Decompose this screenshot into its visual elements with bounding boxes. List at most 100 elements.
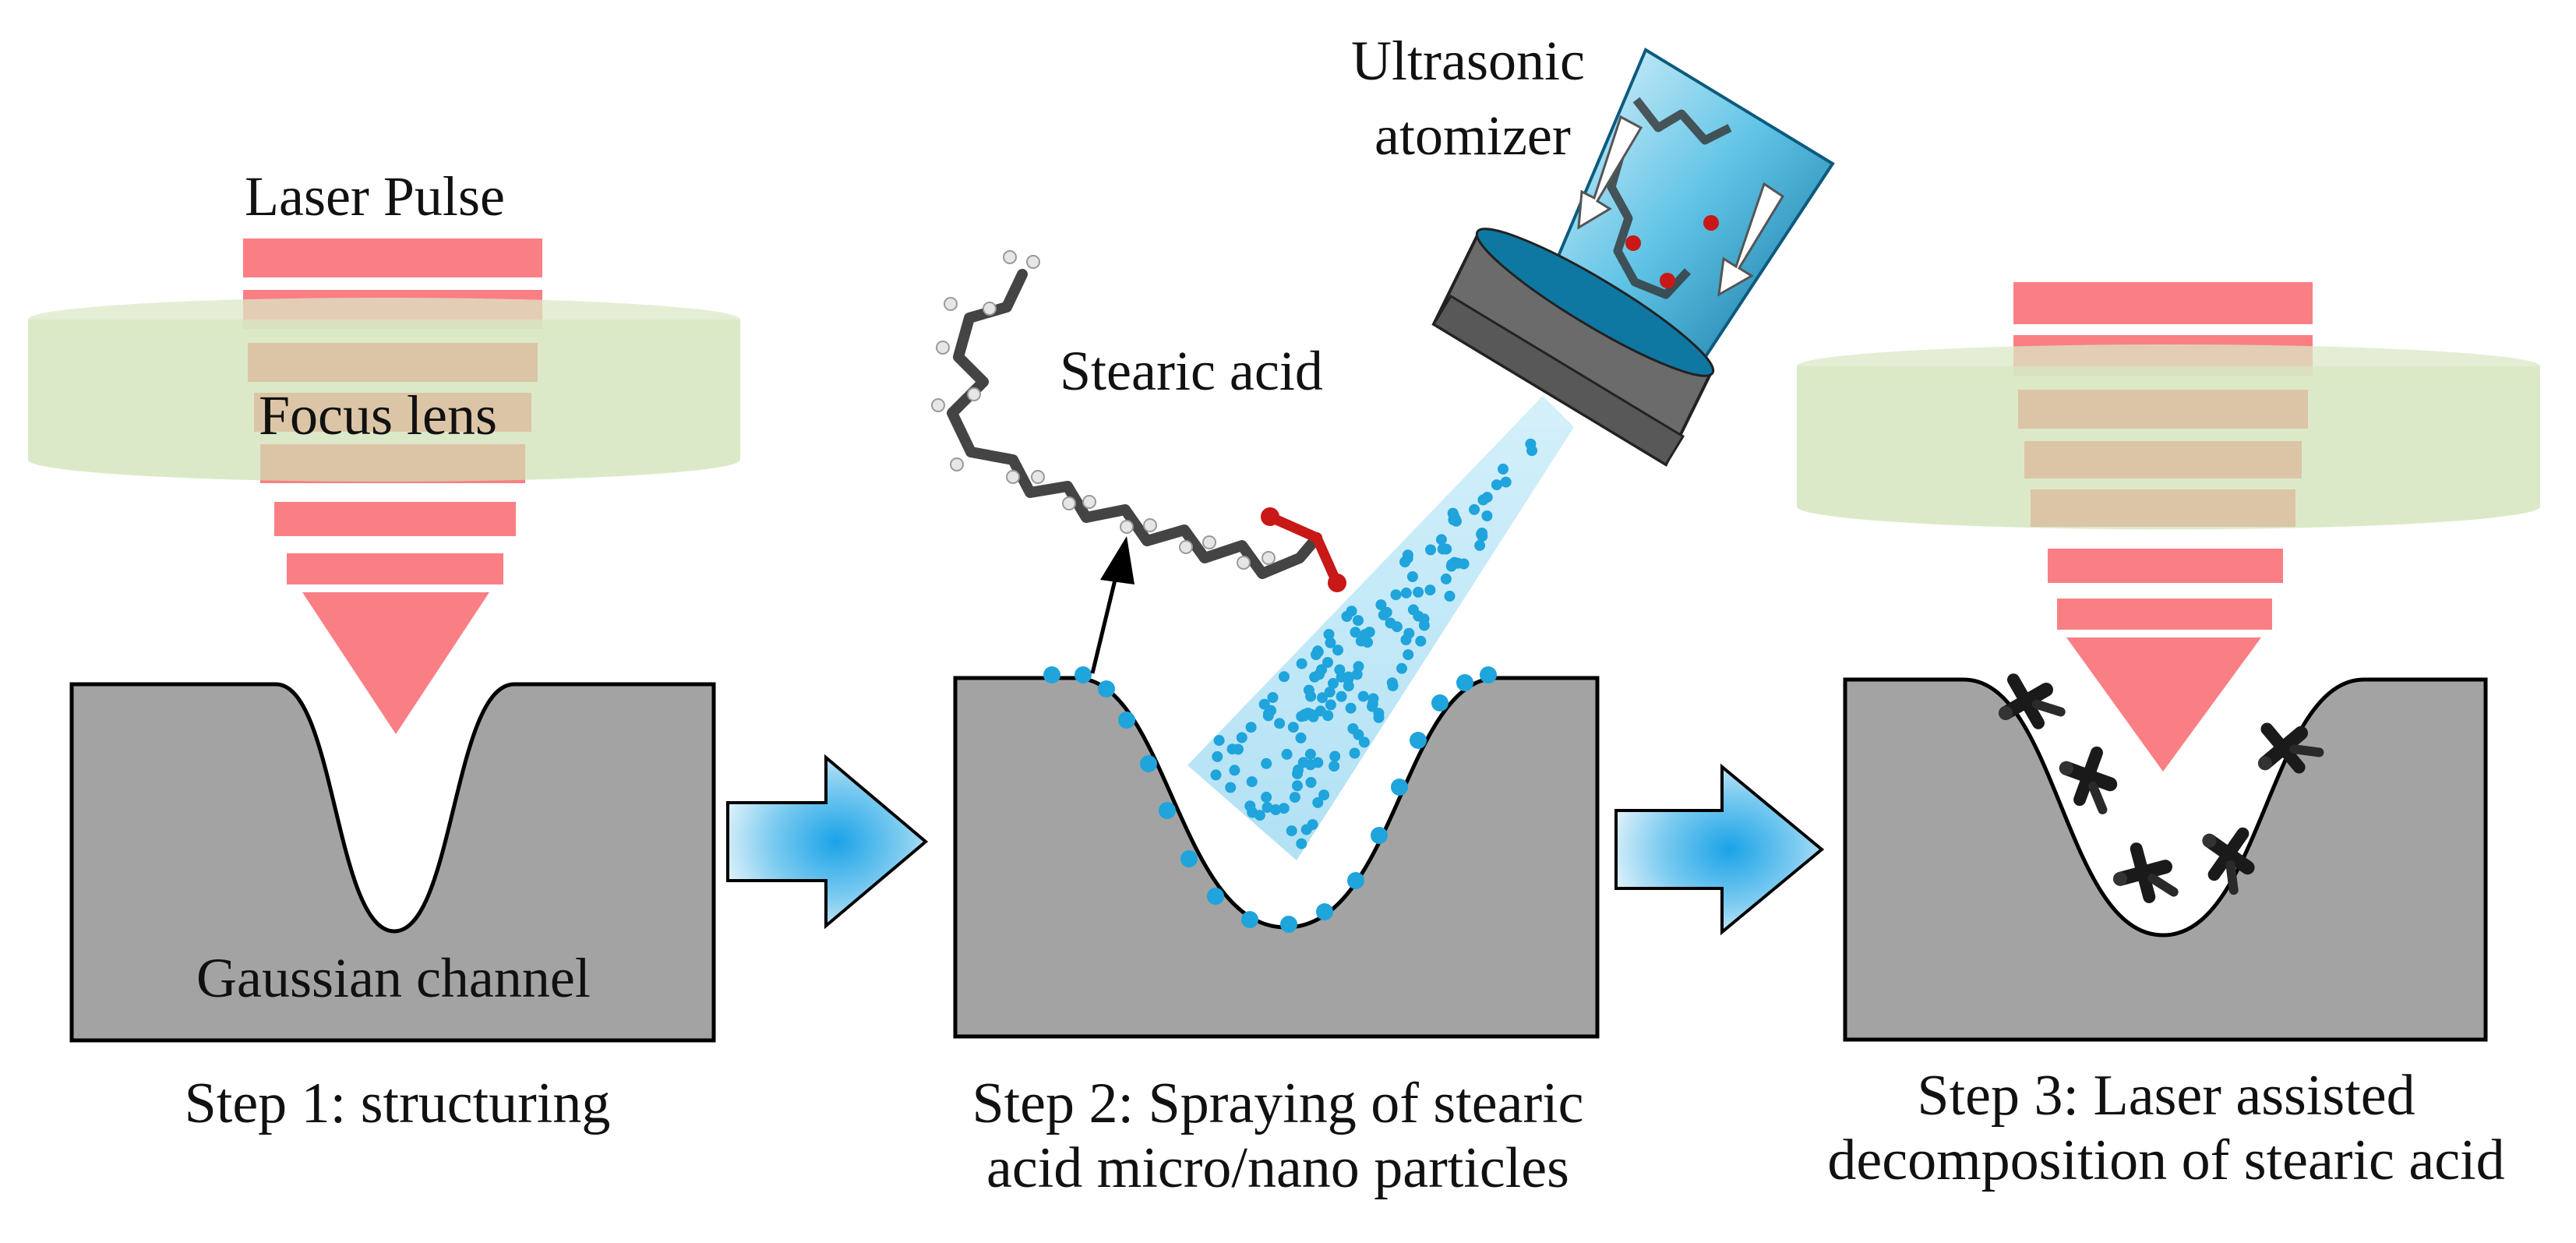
spray-droplet — [1345, 702, 1357, 714]
spray-droplet — [1261, 757, 1272, 769]
spray-droplet — [1262, 802, 1273, 813]
spray-droplet — [1406, 571, 1418, 582]
step1-caption: Step 1: structuring — [62, 1072, 732, 1136]
spray-droplet — [1233, 743, 1244, 755]
spray-droplet — [1314, 669, 1325, 680]
spray-droplet — [1278, 803, 1290, 814]
spray-droplet — [1270, 804, 1282, 815]
step3-caption-line1: Step 3: Laser assisted — [1917, 1064, 2415, 1128]
step2-group — [931, 48, 1835, 1039]
spray-droplet — [1296, 711, 1307, 722]
spray-droplet — [1254, 810, 1265, 821]
deposited-particle — [1347, 872, 1364, 889]
spray-droplet — [1322, 710, 1334, 722]
spray-droplet — [1244, 800, 1256, 812]
spray-droplet — [1396, 662, 1407, 674]
step2-caption-line2: acid micro/nano particles — [986, 1135, 1569, 1200]
decomposed-fragment — [2258, 722, 2324, 774]
deposited-particle — [1480, 666, 1497, 683]
deposited-particle — [1431, 694, 1449, 712]
spray-droplet — [1391, 621, 1403, 633]
spray-droplet — [1350, 627, 1361, 638]
spray-droplet — [1324, 687, 1336, 698]
step3-laser-focus — [2048, 549, 2283, 772]
molecule-pointer-arrow — [1090, 536, 1134, 674]
spray-droplet — [1325, 637, 1336, 648]
decomposed-fragment — [2113, 842, 2179, 903]
deposited-particle — [1043, 666, 1060, 683]
spray-droplet — [1292, 780, 1303, 792]
spray-droplet — [1444, 591, 1456, 602]
deposited-particle — [1456, 674, 1473, 691]
spray-droplet — [1403, 627, 1415, 639]
flow-arrow-1 — [726, 754, 929, 930]
spray-droplet — [1296, 658, 1307, 669]
flow-arrow-2 — [1614, 763, 1825, 936]
step1-caption-line1: Step 1: structuring — [184, 1072, 611, 1135]
atomizer-label-line2: atomizer — [1374, 104, 1571, 167]
deposited-particle — [1180, 850, 1198, 867]
spray-droplet — [1367, 698, 1378, 710]
spray-droplet — [1236, 732, 1247, 743]
ultrasonic-atomizer — [1431, 48, 1835, 467]
spray-droplet — [1413, 586, 1424, 598]
spray-droplet — [1500, 476, 1512, 488]
step3-caption: Step 3: Laser assisted decomposition of … — [1784, 1064, 2548, 1193]
spray-droplet — [1343, 680, 1354, 692]
atomizer-label-line1: Ultrasonic — [1351, 30, 1585, 92]
step1-group — [28, 238, 740, 1043]
deposited-particles — [1043, 666, 1497, 933]
spray-droplet — [1424, 584, 1436, 596]
decomposed-fragment — [2202, 827, 2255, 895]
spray-droplet — [1303, 684, 1314, 696]
spray-droplet — [1296, 838, 1307, 849]
spray-droplet — [1300, 824, 1312, 835]
spray-droplet — [1477, 494, 1489, 506]
spray-droplet — [1213, 735, 1225, 747]
decomposed-fragment — [2059, 746, 2118, 814]
spray-droplet — [1322, 657, 1333, 668]
spray-droplet — [1481, 510, 1493, 521]
spray-droplet — [1349, 747, 1360, 759]
spray-droplet — [1360, 628, 1371, 640]
spray-droplet — [1328, 677, 1339, 689]
spray-droplet — [1469, 503, 1480, 515]
spray-droplet — [1281, 748, 1293, 760]
step3-group — [1797, 282, 2540, 1042]
deposited-particle — [1207, 888, 1224, 905]
gaussian-channel-label: Gaussian channel — [196, 947, 591, 1009]
spray-droplet — [1437, 543, 1449, 555]
spray-droplets — [1210, 438, 1537, 849]
spray-droplet — [1312, 796, 1324, 808]
spray-droplet — [1390, 589, 1402, 601]
spray-droplet — [1415, 635, 1427, 647]
spray-droplet — [1373, 712, 1385, 723]
stearic-acid-label: Stearic acid — [1060, 340, 1323, 402]
spray-droplet — [1334, 664, 1346, 676]
spray-droplet — [1332, 644, 1343, 656]
decomposed-fragment — [1999, 673, 2066, 729]
spray-droplet — [1323, 629, 1335, 640]
deposited-particle — [1159, 802, 1176, 819]
spray-droplet — [1286, 825, 1297, 837]
spray-droplet — [1317, 692, 1328, 704]
spray-droplet — [1403, 649, 1414, 661]
spray-droplet — [1212, 750, 1223, 762]
spray-droplet — [1274, 718, 1286, 729]
spray-droplet — [1295, 732, 1307, 743]
spray-droplet — [1246, 776, 1258, 788]
focus-lens-label: Focus lens — [259, 384, 497, 447]
spray-droplet — [1477, 528, 1487, 539]
spray-droplet — [1353, 729, 1364, 740]
deposited-particle — [1280, 916, 1297, 933]
spray-droplet — [1458, 558, 1470, 570]
spray-droplet — [1400, 587, 1412, 599]
deposited-particle — [1075, 666, 1092, 683]
deposited-particle — [1410, 732, 1427, 749]
deposited-particle — [1316, 903, 1333, 920]
spray-droplet — [1407, 604, 1419, 616]
spray-droplet — [1358, 736, 1370, 748]
spray-droplet — [1336, 690, 1347, 702]
laser-pulse-label: Laser Pulse — [245, 165, 505, 228]
